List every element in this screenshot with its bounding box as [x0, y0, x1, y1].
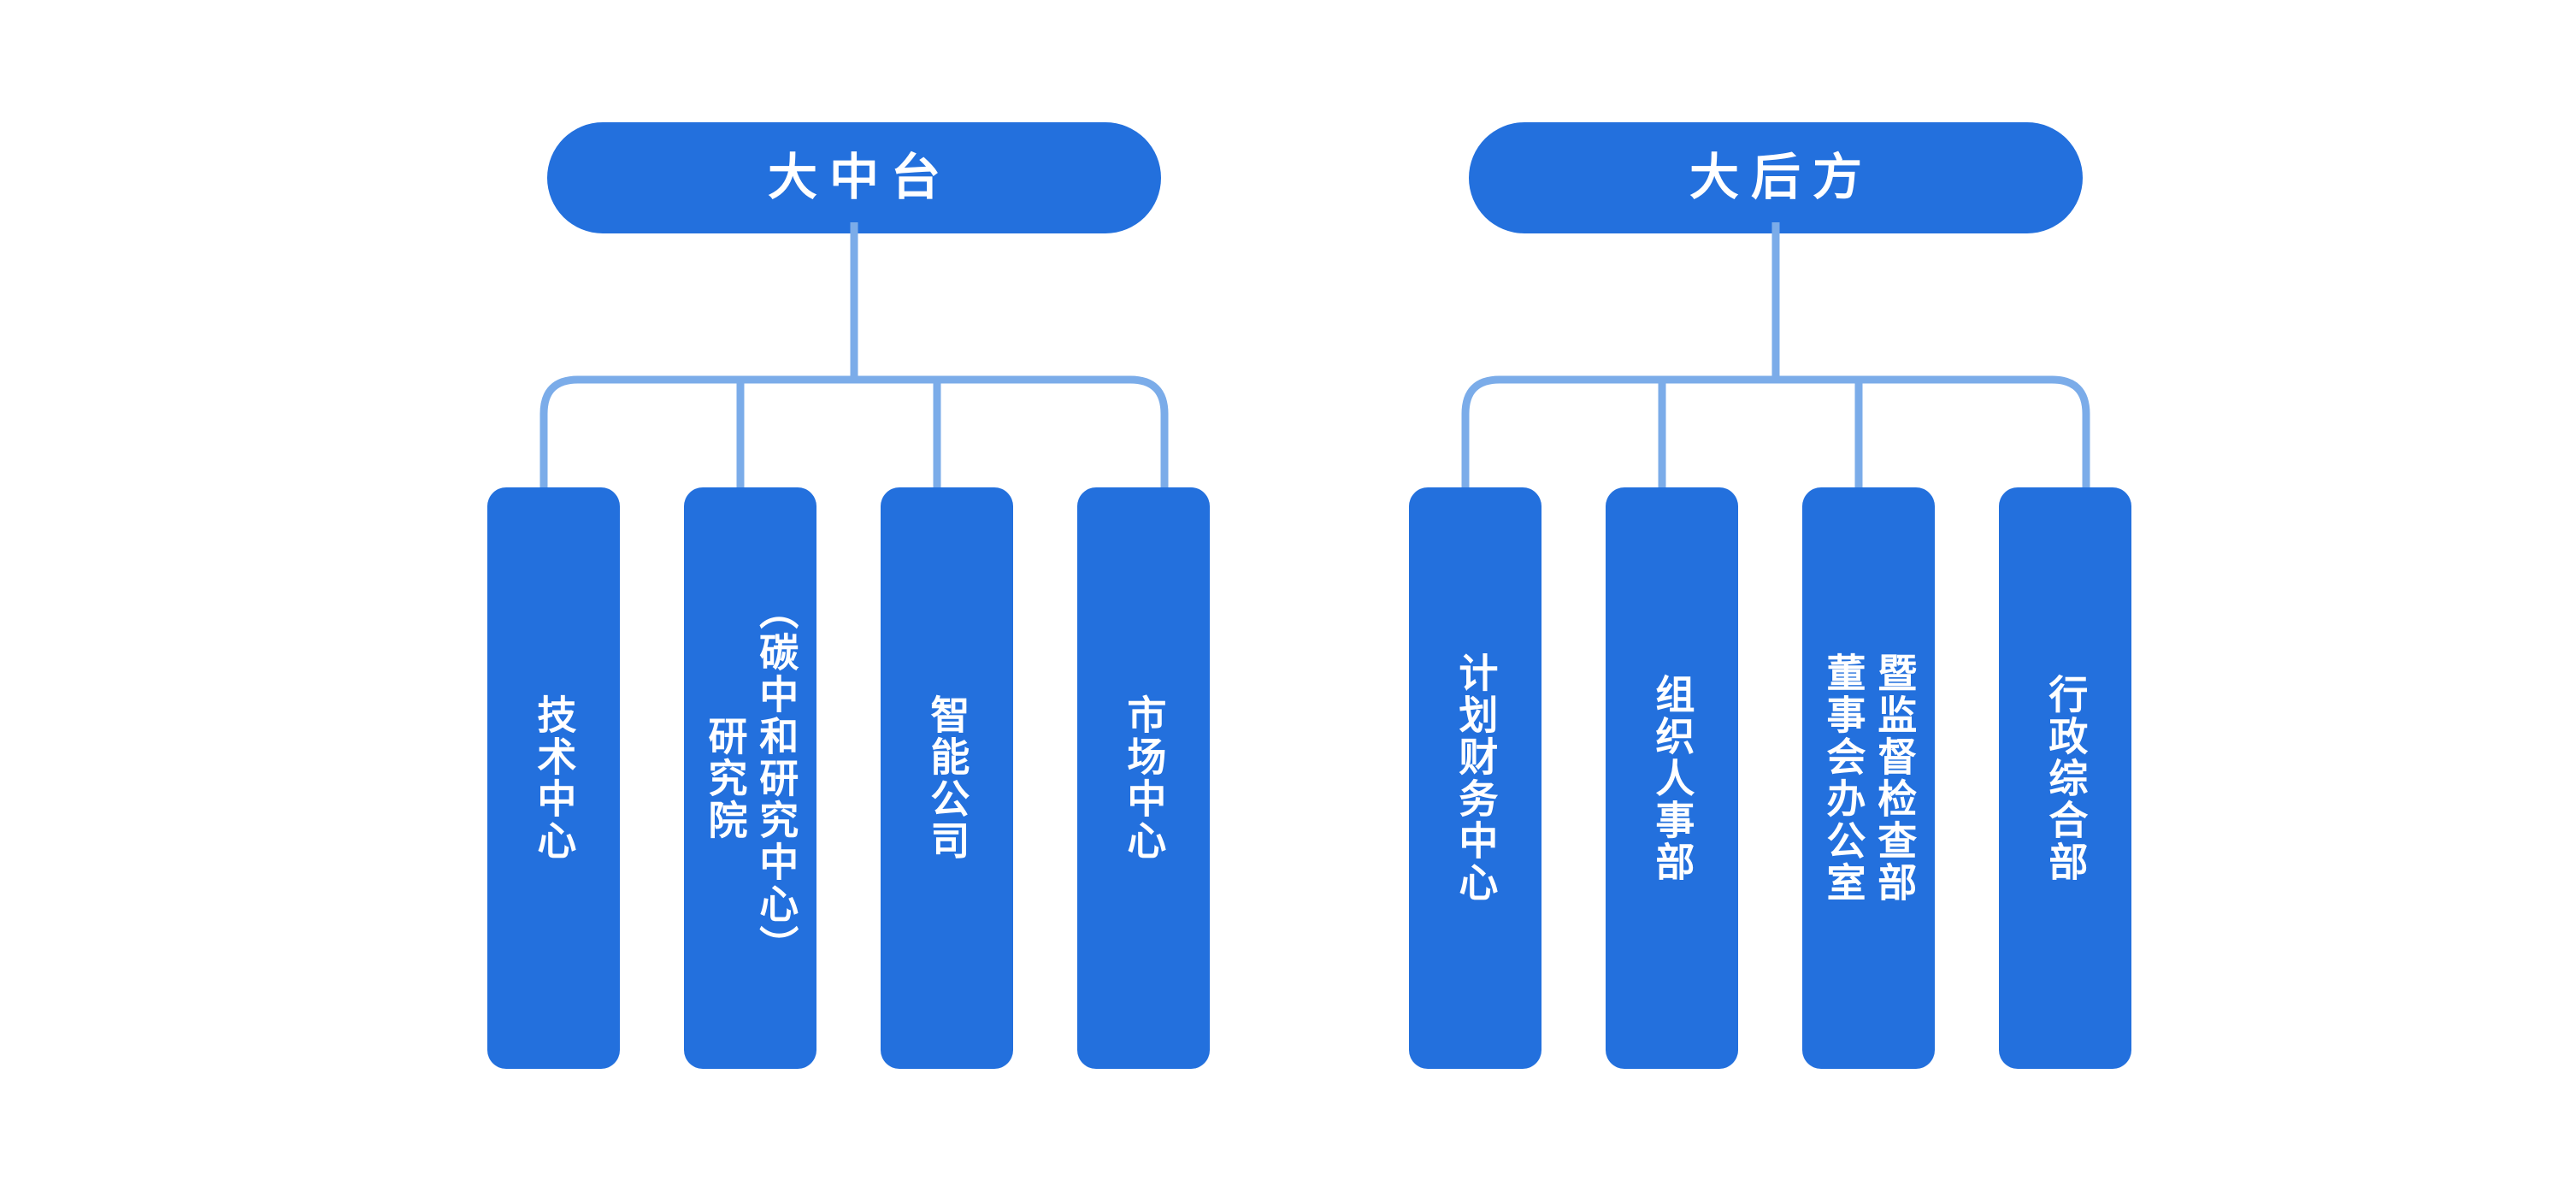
- node-label-planning-finance-center: 计划财务中心: [1453, 652, 1499, 904]
- node-label-admin-general-dept: 行政综合部: [2043, 673, 2089, 883]
- node-label-intelligent-company: 智能公司: [925, 694, 970, 862]
- node-board-office-supervision-dept[interactable]: 暨监督检查部 董事会办公室: [1802, 487, 1935, 1069]
- node-label-market-center: 市场中心: [1122, 694, 1167, 862]
- node-label-research-institute: 研究院: [703, 715, 748, 841]
- node-market-center[interactable]: 市场中心: [1077, 487, 1210, 1069]
- node-label-organization-personnel-dept: 组织人事部: [1650, 673, 1695, 883]
- node-planning-finance-center[interactable]: 计划财务中心: [1409, 487, 1541, 1069]
- node-organization-personnel-dept[interactable]: 组织人事部: [1606, 487, 1738, 1069]
- node-admin-general-dept[interactable]: 行政综合部: [1999, 487, 2131, 1069]
- org-group-middle-platform: 大中台 技术中心 （碳中和研究中心） 研究院 智能公司 市场中心: [0, 0, 1282, 1186]
- node-sublabel-board-office-supervision-dept: 暨监督检查部: [1872, 652, 1918, 904]
- root-label-rear-support: 大后方: [1689, 150, 1874, 205]
- node-sublabel-research-institute: （碳中和研究中心）: [754, 589, 799, 967]
- node-label-tech-center: 技术中心: [532, 694, 577, 862]
- root-node-rear-support[interactable]: 大后方: [1469, 122, 2083, 233]
- org-group-rear-support: 大后方 计划财务中心 组织人事部 暨监督检查部 董事会办公室 行政综合部: [1282, 0, 2576, 1186]
- node-intelligent-company[interactable]: 智能公司: [881, 487, 1013, 1069]
- root-label-middle-platform: 大中台: [767, 150, 952, 205]
- root-node-middle-platform[interactable]: 大中台: [547, 122, 1161, 233]
- node-tech-center[interactable]: 技术中心: [487, 487, 620, 1069]
- node-label-board-office-supervision-dept: 董事会办公室: [1821, 652, 1866, 904]
- node-research-institute[interactable]: （碳中和研究中心） 研究院: [684, 487, 816, 1069]
